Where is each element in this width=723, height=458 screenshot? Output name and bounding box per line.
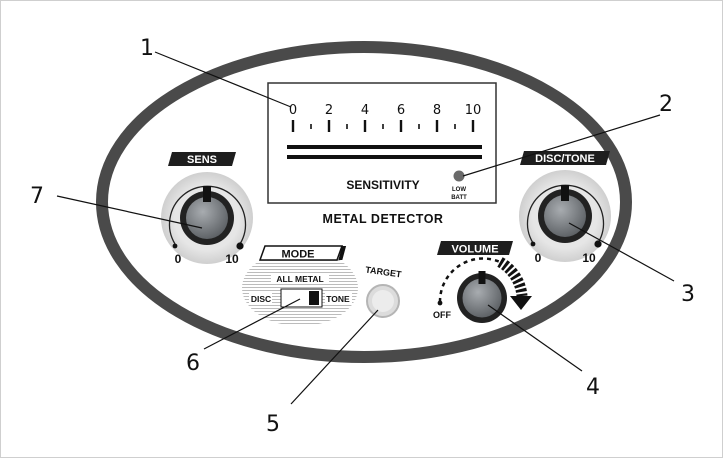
disc-tone-knob[interactable]	[544, 195, 586, 237]
meter-scale-label: 6	[397, 103, 405, 118]
target-control: TARGET	[365, 265, 403, 318]
callout-line-2	[462, 114, 661, 177]
meter-scale-label: 8	[433, 103, 441, 118]
mode-tag-slash	[338, 246, 347, 260]
sens-max-dot	[236, 242, 244, 250]
meter-minor-tick	[454, 124, 456, 129]
volume-off-dot	[437, 300, 443, 306]
target-button-face	[372, 290, 394, 312]
sens-min-dot	[172, 243, 178, 249]
meter-scale: 0 2 4 6 8 10	[289, 103, 481, 132]
meter-bar-bottom	[287, 155, 482, 159]
callout-4: 4	[586, 375, 600, 400]
disc-tone-max-label: 10	[582, 251, 596, 265]
meter-major-tick	[291, 120, 295, 132]
meter-scale-label: 2	[325, 103, 333, 118]
sens-tag	[168, 152, 236, 166]
disc-tone-min-label: 0	[535, 251, 542, 265]
all-metal-label-bg	[271, 273, 329, 284]
mode-slider-handle[interactable]	[309, 291, 319, 305]
callout-line-6	[203, 298, 301, 350]
disc-tone-tag-label: DISC/TONE	[535, 153, 595, 165]
mode-tag	[258, 245, 344, 261]
meter-scale-label: 0	[289, 103, 297, 118]
volume-pointer	[478, 271, 486, 284]
meter-scale-label: 10	[465, 103, 482, 118]
callout-2: 2	[659, 92, 673, 117]
sens-knob[interactable]	[186, 197, 228, 239]
low-batt-label-line1: LOW	[452, 187, 466, 193]
low-batt-led	[453, 170, 465, 182]
disc-tone-min-dot	[530, 241, 536, 247]
callout-5: 5	[266, 412, 280, 437]
sens-tag-label: SENS	[187, 154, 217, 166]
meter-minor-tick	[346, 124, 348, 129]
callout-lines	[56, 51, 675, 405]
meter-major-tick	[435, 120, 439, 132]
mode-tag-label: MODE	[282, 249, 315, 261]
callout-7: 7	[30, 184, 44, 209]
meter-bar-top	[287, 145, 482, 149]
callout-line-1	[154, 51, 292, 108]
device-title: METAL DETECTOR	[323, 212, 444, 226]
volume-tag-label: VOLUME	[451, 244, 498, 256]
meter-major-tick	[363, 120, 367, 132]
meter-scale-label: 4	[361, 103, 369, 118]
callout-3: 3	[681, 282, 695, 307]
callout-line-5	[290, 309, 379, 405]
disc-tone-pointer	[561, 185, 569, 201]
volume-arrow	[510, 296, 532, 310]
meter-major-tick	[471, 120, 475, 132]
tone-label: TONE	[326, 294, 350, 304]
low-batt-label-line2: BATT	[451, 195, 467, 201]
meter-major-tick	[399, 120, 403, 132]
mode-panel	[242, 250, 358, 326]
meter-major-tick	[327, 120, 331, 132]
callout-6: 6	[186, 351, 200, 376]
meter-minor-tick	[382, 124, 384, 129]
disc-tone-max-dot	[594, 240, 602, 248]
sens-pointer	[203, 186, 211, 202]
mode-switch: MODE ALL METAL DISC TONE	[242, 245, 358, 326]
meter-minor-tick	[418, 124, 420, 129]
callout-1: 1	[140, 36, 154, 61]
sens-max-label: 10	[225, 252, 239, 266]
disc-tone-control: DISC/TONE 0 10	[519, 151, 611, 265]
volume-dashed-arc	[438, 257, 501, 303]
sens-control: SENS 0 10	[161, 152, 253, 266]
volume-knob[interactable]	[462, 278, 502, 318]
callout-line-4	[487, 304, 583, 372]
disc-tone-tag	[520, 151, 610, 165]
volume-tag	[437, 241, 513, 255]
sens-min-label: 0	[175, 252, 182, 266]
disc-label-bg	[249, 293, 272, 304]
volume-ramp-arc	[497, 257, 528, 297]
meter-minor-tick	[310, 124, 312, 129]
callout-line-3	[568, 222, 675, 282]
sensitivity-meter: 0 2 4 6 8 10 SENSITIVITY LOW BATT	[267, 82, 497, 204]
disc-label: DISC	[251, 294, 271, 304]
all-metal-label: ALL METAL	[276, 274, 323, 284]
tone-label-bg	[325, 293, 352, 304]
volume-off-label: OFF	[433, 310, 451, 320]
meter-window	[267, 82, 497, 204]
callout-line-7	[56, 195, 203, 229]
sensitivity-label: SENSITIVITY	[346, 178, 419, 192]
